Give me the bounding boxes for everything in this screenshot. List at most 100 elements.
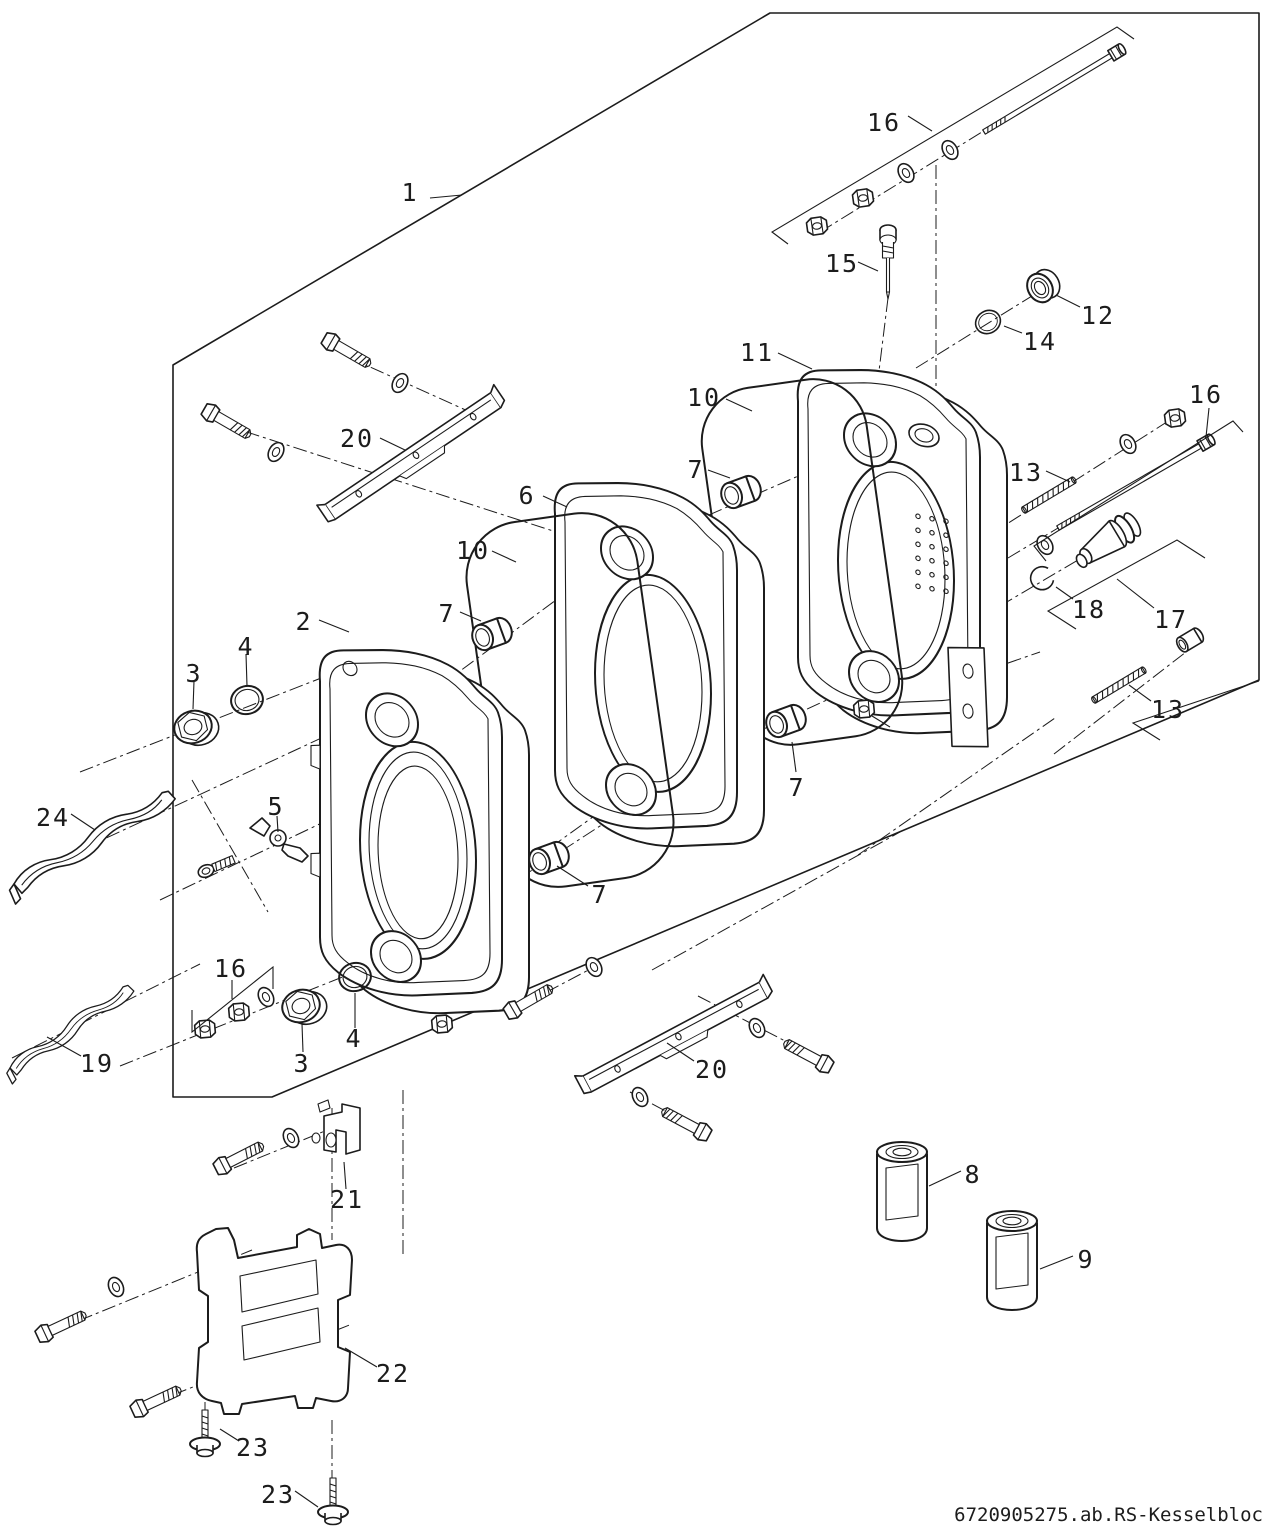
callout-11: 11	[740, 338, 774, 367]
spacer-sleeve	[1175, 627, 1205, 653]
foot-bolt-23-left	[189, 1409, 221, 1458]
callout-5: 5	[267, 792, 284, 821]
rail-bar	[315, 383, 511, 530]
hub-bushing-7	[716, 471, 766, 513]
callout-15: 15	[825, 249, 859, 278]
washer	[279, 1125, 303, 1151]
callout-9: 9	[1077, 1245, 1094, 1274]
boiler-section-2	[310, 635, 531, 1033]
callout-23-right: 23	[261, 1480, 295, 1509]
section-casting	[318, 635, 531, 1033]
callout-21: 21	[330, 1185, 364, 1214]
washer	[254, 984, 278, 1010]
hub-bushing-7	[761, 700, 811, 742]
hex-nut	[430, 1013, 454, 1035]
callout-16-right: 16	[1189, 380, 1223, 409]
snap-ring-18	[1029, 565, 1055, 591]
callout-24: 24	[36, 803, 70, 832]
mounting-rail-20-top	[315, 383, 511, 530]
callouts: 1 16 15 12 14 11 10 16 7 6 20 13 10 2 7 …	[36, 108, 1223, 1509]
tie-rod-16-top	[982, 42, 1127, 135]
washer	[938, 137, 962, 163]
washer	[264, 439, 288, 465]
callout-3-b: 3	[293, 1049, 310, 1078]
frame-outline-part-1	[172, 12, 1260, 1098]
rail-bar	[573, 973, 778, 1102]
bushing-12	[1026, 268, 1061, 304]
callout-2: 2	[295, 607, 312, 636]
hex-bolt	[127, 1380, 186, 1421]
stud-13-lower	[1091, 666, 1147, 704]
washer	[1033, 532, 1057, 558]
burner-plate-holes	[915, 513, 949, 595]
boiler-section-6	[553, 468, 766, 866]
callout-18: 18	[1072, 595, 1106, 624]
drawing-number: 6720905275.ab.RS-Kesselbloc	[954, 1504, 1263, 1526]
callout-22: 22	[376, 1359, 410, 1388]
callout-16-bottom: 16	[214, 954, 248, 983]
base-bracket-22	[195, 1227, 353, 1415]
washer	[745, 1015, 769, 1041]
anchor-bar-19	[0, 979, 139, 1085]
nut-pointer-line	[871, 715, 891, 728]
callout-20-top: 20	[340, 424, 374, 453]
callout-10-left: 10	[456, 536, 490, 565]
hex-bolt	[32, 1305, 91, 1346]
foot-bolt-23-right	[317, 1477, 349, 1526]
sensor-clamp-21	[311, 1099, 361, 1155]
hex-bolt	[198, 400, 256, 445]
hex-bolt	[318, 329, 376, 374]
o-ring-4	[227, 681, 267, 719]
boiler-section-11	[796, 355, 1009, 753]
washer	[628, 1084, 652, 1110]
callout-4-b: 4	[345, 1024, 362, 1053]
callout-8: 8	[964, 1160, 981, 1189]
washer	[1116, 431, 1140, 457]
washer	[104, 1274, 128, 1300]
group-brackets	[191, 26, 1260, 1034]
hex-nut	[805, 215, 829, 237]
hex-bolt	[657, 1101, 715, 1145]
washer	[894, 160, 918, 186]
callout-17: 17	[1154, 605, 1188, 634]
callout-20-bottom: 20	[695, 1055, 729, 1084]
hex-bolt	[210, 1136, 268, 1179]
stud-13-upper	[1021, 476, 1077, 514]
callout-1: 1	[401, 178, 418, 207]
washer	[388, 370, 412, 396]
callout-7-d: 7	[591, 880, 608, 909]
plug-3	[168, 703, 224, 753]
o-ring	[970, 305, 1006, 339]
sleeve-8	[876, 1141, 928, 1242]
drain-valve-15	[879, 224, 897, 300]
callout-14: 14	[1023, 327, 1057, 356]
o-ring-14	[970, 305, 1006, 339]
hex-nut	[852, 698, 876, 720]
hex-nut	[851, 187, 875, 209]
anchor-bar-24	[2, 783, 181, 905]
leader-lines	[46, 115, 1210, 1508]
retaining-clip-5	[249, 817, 309, 863]
plug-3	[276, 982, 332, 1032]
callout-13-lower: 13	[1151, 695, 1185, 724]
callout-7-a: 7	[687, 455, 704, 484]
callout-4-a: 4	[237, 632, 254, 661]
hex-nut	[227, 1001, 251, 1023]
callout-16-top: 16	[867, 108, 901, 137]
callout-23-left: 23	[236, 1433, 270, 1462]
callout-6: 6	[518, 481, 535, 510]
callout-13-upper: 13	[1009, 458, 1043, 487]
countersunk-screw	[197, 855, 236, 879]
callout-10-right: 10	[687, 383, 721, 412]
wavy-bar	[0, 979, 139, 1085]
connection-nipple-17	[1075, 512, 1142, 569]
wavy-bar	[2, 783, 181, 905]
hex-nut	[193, 1018, 217, 1040]
callout-7-c: 7	[788, 773, 805, 802]
callout-7-b: 7	[438, 599, 455, 628]
sleeve-9	[986, 1210, 1038, 1311]
callout-19: 19	[80, 1049, 114, 1078]
section-casting	[553, 468, 766, 866]
mounting-rail-20-bottom	[573, 973, 778, 1102]
